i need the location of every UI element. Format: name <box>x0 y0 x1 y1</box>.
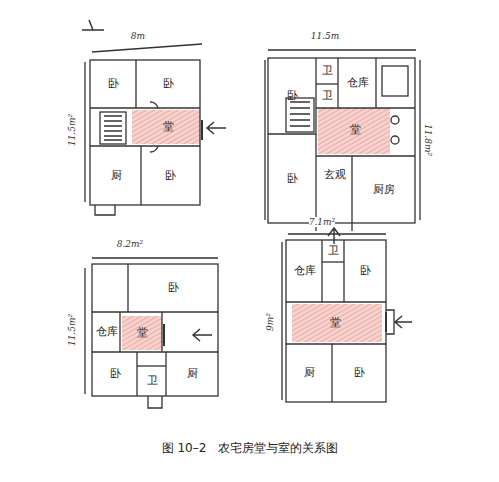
room-name: 卧 <box>165 170 176 182</box>
room-box: 堂 <box>136 110 200 144</box>
room-name: 玄观 <box>324 169 346 181</box>
room-name: 卫 <box>147 375 158 387</box>
room-box: 卧 <box>129 265 218 312</box>
room-name: 卧 <box>287 90 298 102</box>
room-box: 卧 <box>91 61 136 108</box>
dimension-label: 8m <box>131 31 145 41</box>
room-box: 厨房 <box>353 157 415 223</box>
room-box: 仓库 <box>339 59 376 108</box>
room-box: 卧 <box>345 241 386 302</box>
dimension-label: 7.1m² <box>309 217 335 227</box>
room-box: 堂 <box>122 316 162 350</box>
room-name: 堂 <box>350 124 361 136</box>
room-name: 堂 <box>137 327 148 339</box>
room-box: 堂 <box>300 305 370 341</box>
room-box: 卧 <box>269 135 316 223</box>
room-name: 卧 <box>168 282 179 294</box>
room-box: 卫 <box>317 59 338 84</box>
room-name: 仓库 <box>96 326 118 338</box>
room-name: 厨 <box>111 170 122 182</box>
room-name: 卫 <box>328 245 339 257</box>
room-name: 卧 <box>360 265 371 277</box>
dimension-label: 11.5m <box>311 31 340 41</box>
room-box: 卧 <box>142 147 199 205</box>
room-box: 卧 <box>137 61 199 108</box>
room-name: 卧 <box>354 367 365 379</box>
room-name: 厨 <box>187 368 198 380</box>
room-box: 玄观 <box>318 158 352 192</box>
room-box: 卫 <box>323 241 344 262</box>
dimension-label: 11.5m² <box>67 314 77 346</box>
room-name: 卧 <box>163 78 174 90</box>
room-box: 仓库 <box>287 241 322 302</box>
dimension-label: 8.2m² <box>117 239 143 249</box>
room-name: 卧 <box>110 368 121 380</box>
room-box: 卧 <box>269 59 316 134</box>
room-box: 卧 <box>93 353 137 396</box>
room-box: 堂 <box>330 110 380 150</box>
room-name: 仓库 <box>347 77 369 89</box>
room-name: 卧 <box>287 173 298 185</box>
room-box: 仓库 <box>93 313 120 352</box>
room-name: 卫 <box>322 90 333 102</box>
figure-caption: 图 10–2 农宅房堂与室的关系图 <box>162 440 339 457</box>
room-name: 仓库 <box>294 265 316 277</box>
room-box: 厨 <box>287 345 332 402</box>
room-name: 堂 <box>163 121 174 133</box>
dimension-label: 11.8m² <box>423 124 433 156</box>
room-box: 厨 <box>167 353 218 396</box>
room-name: 卫 <box>322 65 333 77</box>
room-name: 厨房 <box>373 184 395 196</box>
dimension-label: 11.5m² <box>67 114 77 146</box>
room-name: 卧 <box>108 78 119 90</box>
room-box: 厨 <box>91 147 141 205</box>
dimension-label: 9m² <box>265 313 275 331</box>
room-name: 堂 <box>330 317 341 329</box>
room-box: 卫 <box>138 367 166 396</box>
room-box: 卫 <box>317 85 338 108</box>
room-name: 厨 <box>304 367 315 379</box>
room-box: 卧 <box>333 345 386 402</box>
